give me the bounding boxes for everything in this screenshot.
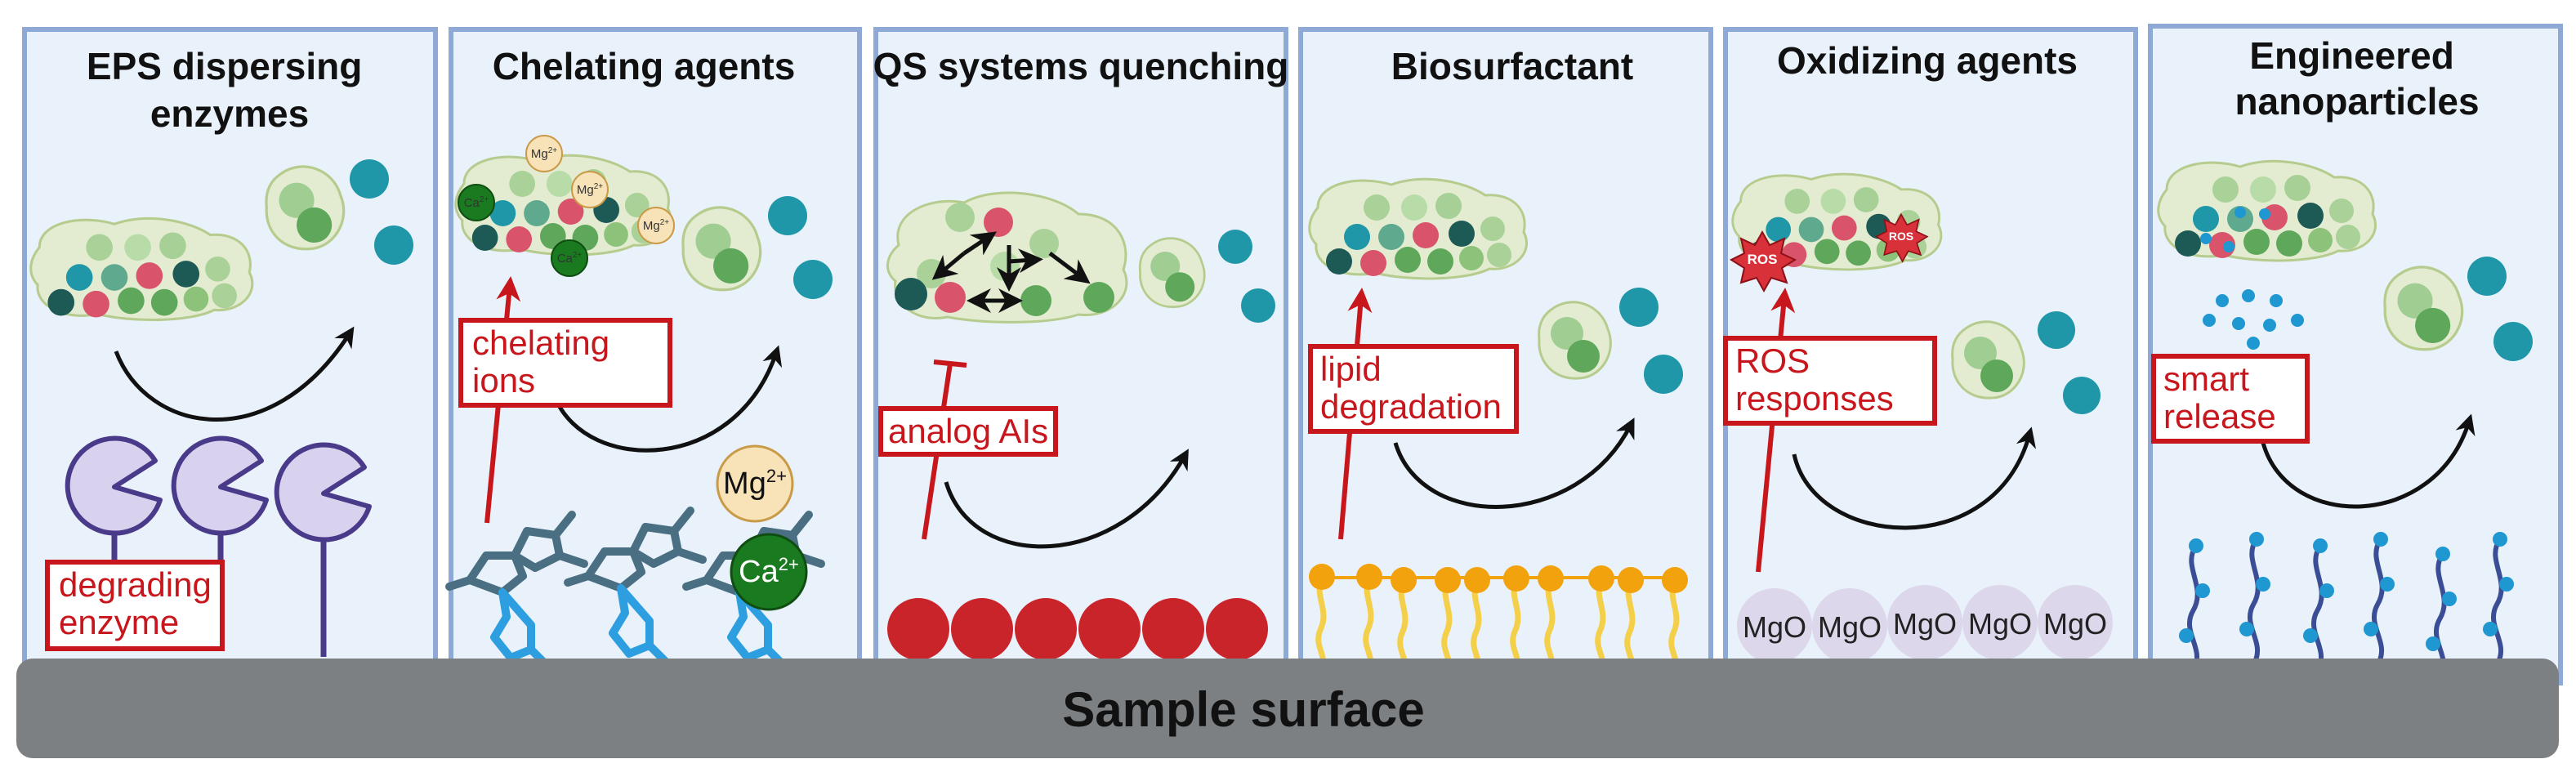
biofilm-cluster-signaling (886, 191, 1128, 324)
ca-ion-large: Ca2+ (730, 533, 808, 611)
label-box (1308, 344, 1519, 434)
mechanism-label: chelating ions (472, 324, 619, 400)
svg-text:MgO: MgO (1818, 610, 1882, 644)
detached-cell-clump (2383, 266, 2464, 351)
panel-title: Engineered nanoparticles (2234, 34, 2479, 123)
released-cell (1241, 288, 1275, 323)
ros-burst: ROS (1730, 231, 1796, 292)
nanoparticle-cluster (2200, 207, 2270, 252)
mgo-particle: MgO (1962, 585, 2038, 660)
panel-title: Biosurfactant (1391, 45, 1633, 87)
released-cell (768, 196, 807, 235)
svg-text:Mg2+: Mg2+ (643, 218, 669, 233)
biofilm-cluster (29, 217, 254, 322)
detached-cell-clump (1951, 320, 2025, 400)
mg-ion-small: Mg2+ (571, 171, 609, 208)
biofilm-cluster (1308, 177, 1529, 280)
mechanism-label: lipid degradation (1320, 350, 1502, 426)
panel-frame (873, 27, 1288, 685)
released-cell (374, 225, 413, 265)
mechanism-label: ROS responses (1735, 342, 1894, 417)
svg-text:ROS: ROS (1748, 252, 1778, 267)
label-box (2151, 354, 2310, 444)
panel-title: EPS dispersing enzymes (87, 45, 373, 135)
label-box (458, 318, 672, 408)
released-cell (2467, 257, 2507, 296)
released-cell (1218, 230, 1252, 264)
panel-title: Chelating agents (493, 45, 796, 87)
mgo-particle: MgO (1812, 588, 1887, 663)
svg-text:Ca2+: Ca2+ (464, 195, 489, 210)
dispersal-arrow (1792, 426, 2036, 530)
mechanism-label: analog AIs (888, 412, 1048, 450)
released-cell (2063, 377, 2101, 414)
dispersal-arrow (944, 449, 1189, 549)
svg-text:Ca2+: Ca2+ (739, 554, 799, 589)
dispersal-arrow (2261, 413, 2476, 509)
panel-eps-enzymes: EPS dispersing enzymes degrading enzyme (22, 27, 438, 685)
mgo-particle: MgO (1887, 585, 1962, 660)
released-cell (793, 260, 833, 299)
detached-cell-clump (681, 206, 762, 292)
inhibition-bar (933, 359, 967, 368)
detached-cell-clump (1138, 237, 1206, 308)
ca-ion-small: Ca2+ (458, 184, 495, 221)
panel-title: Oxidizing agents (1777, 39, 2078, 82)
svg-text:Ca2+: Ca2+ (557, 251, 583, 266)
mg-ion-large: Mg2+ (716, 444, 794, 523)
released-cell (1644, 355, 1683, 394)
svg-text:MgO: MgO (1893, 607, 1957, 641)
detached-cell-clump (1538, 301, 1612, 380)
panel-oxidizing-agents: Oxidizing agents ROS ROS ROS responses M… (1723, 27, 2138, 685)
svg-text:Mg2+: Mg2+ (723, 466, 787, 501)
panel-qs-quenching: QS systems quenching analog AIs (873, 27, 1289, 685)
svg-text:Mg2+: Mg2+ (531, 146, 557, 161)
panel-chelating-agents: Chelating agents Mg2+ Mg2+ Mg2+ Ca2+ Ca2… (449, 27, 862, 685)
label-box (1723, 336, 1937, 426)
released-cell (1619, 288, 1659, 327)
mechanism-label: smart release (2163, 359, 2276, 435)
panel-title: QS systems quenching (873, 45, 1289, 87)
released-cell (350, 159, 389, 199)
panel-engineered-nanoparticles: Engineered nanoparticles smart release (2148, 24, 2563, 685)
svg-text:MgO: MgO (1743, 610, 1806, 644)
dispersal-arrow (1393, 417, 1635, 509)
svg-text:Mg2+: Mg2+ (577, 182, 603, 197)
surface-label: Sample surface (1062, 682, 1425, 737)
panel-biosurfactant: Biosurfactant lipid degradation (1298, 27, 1713, 685)
dispersal-arrow (553, 345, 783, 453)
mgo-particle: MgO (2038, 585, 2113, 660)
mechanism-label: degrading enzyme (59, 565, 221, 641)
released-nanoparticles (2203, 289, 2304, 350)
sample-surface: Sample surface (16, 659, 2559, 758)
label-box (878, 406, 1058, 457)
svg-text:MgO: MgO (1968, 607, 2032, 641)
ca-ion-small: Ca2+ (551, 239, 588, 277)
mg-ion-small: Mg2+ (637, 207, 675, 244)
analog-ai-row (887, 598, 1268, 660)
mgo-particle: MgO (1737, 588, 1812, 663)
svg-text:MgO: MgO (2043, 607, 2107, 641)
label-box (45, 560, 225, 651)
dispersal-arrow (114, 326, 355, 422)
mg-ion-small: Mg2+ (525, 135, 563, 172)
detached-cell-clump (265, 165, 346, 251)
released-cell (2493, 322, 2533, 361)
released-cell (2038, 311, 2075, 349)
svg-text:ROS: ROS (1889, 230, 1913, 243)
ros-burst: ROS (1875, 213, 1928, 262)
